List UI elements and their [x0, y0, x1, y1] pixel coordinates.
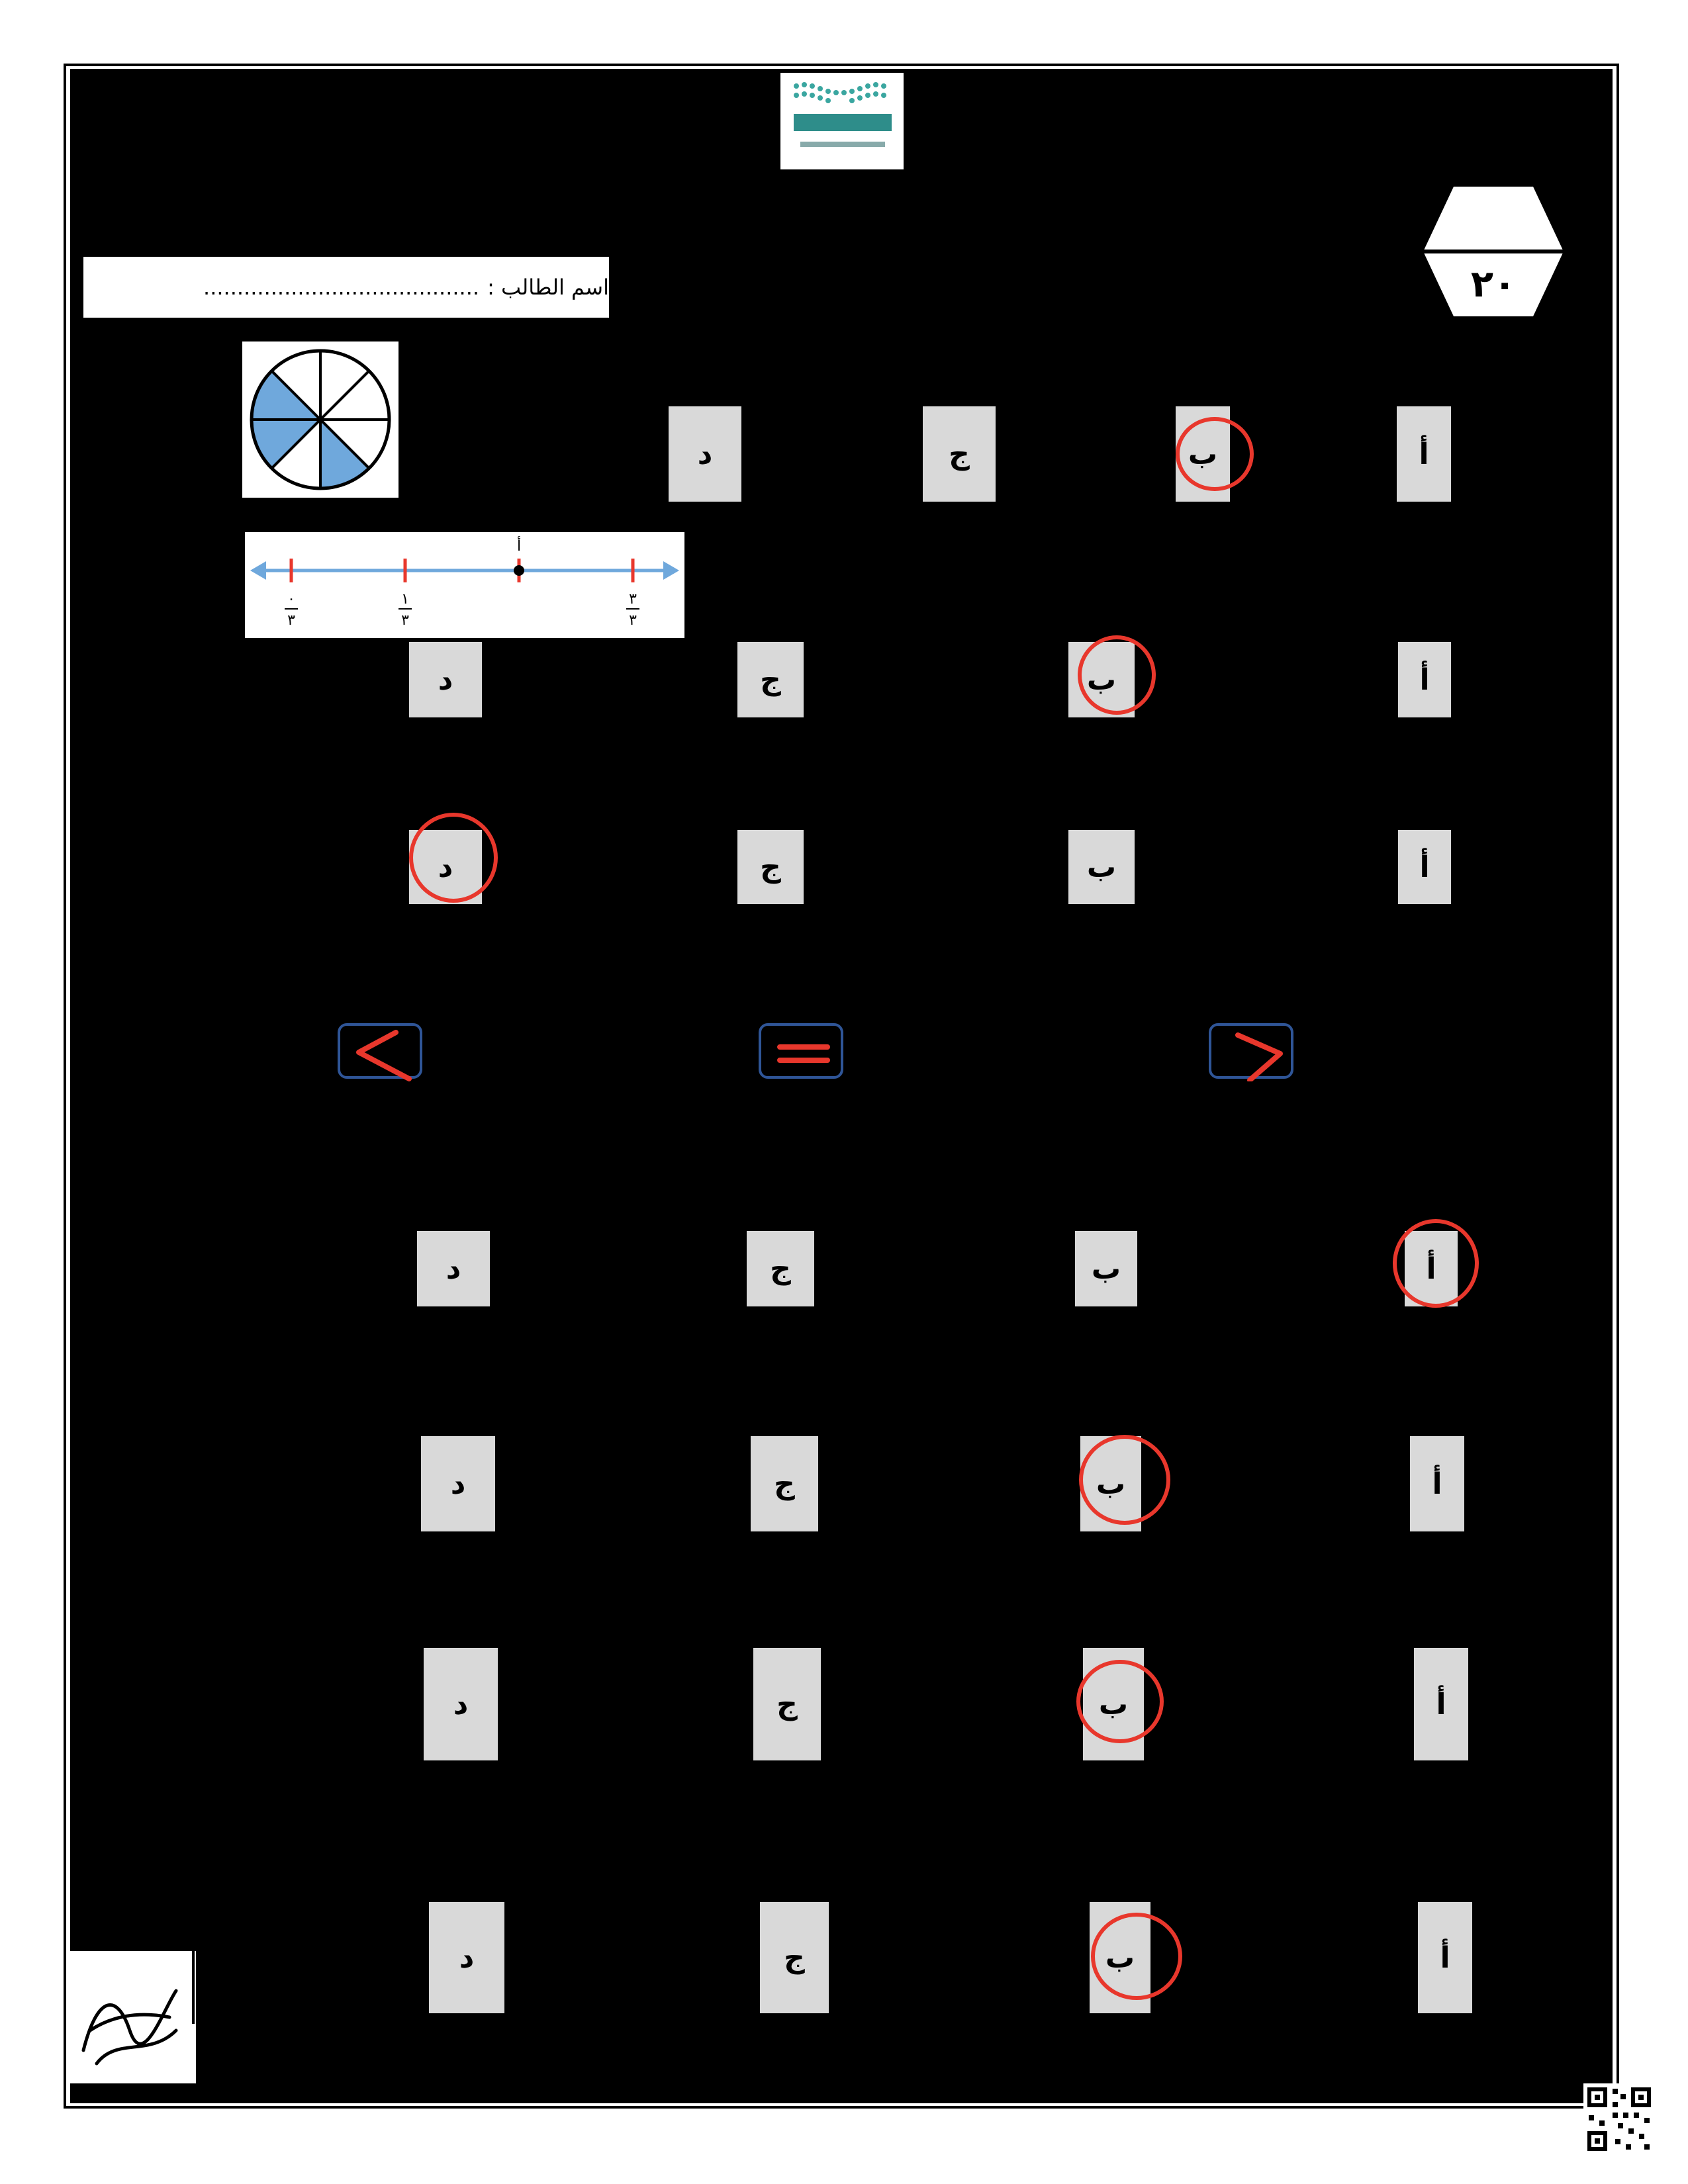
tick-label-denominator: ٣ [629, 612, 637, 629]
number-line-figure: ٠ ٣ ١ ٣ ٣ ٣ أ [245, 532, 684, 638]
greater-than-icon [1235, 1032, 1283, 1081]
q3-option-3[interactable]: ج [737, 830, 804, 904]
q2-option-3[interactable]: ج [737, 642, 804, 717]
q8-option-4[interactable]: د [429, 1902, 504, 2013]
q1-option-4[interactable]: د [669, 406, 741, 502]
q1-option-1[interactable]: أ [1397, 406, 1451, 502]
q7-option-3[interactable]: ج [753, 1648, 821, 1760]
tick-label-denominator: ٣ [401, 612, 409, 629]
signature-stamp [70, 1951, 196, 2083]
q1-answer-ring [1176, 417, 1254, 491]
q6-option-1[interactable]: أ [1410, 1436, 1464, 1531]
q4-compare-option-1[interactable] [1209, 1023, 1293, 1081]
q8-answer-ring [1091, 1913, 1182, 2000]
fraction-circle-figure [242, 341, 399, 498]
q8-option-1[interactable]: أ [1418, 1902, 1472, 2013]
q6-option-4[interactable]: د [421, 1436, 495, 1531]
tick-label-numerator: ٣ [629, 591, 637, 608]
page-frame [64, 64, 1619, 2109]
q8-option-3[interactable]: ج [760, 1902, 829, 2013]
student-name-field[interactable]: اسم الطالب : ...........................… [83, 257, 609, 318]
tick-label-numerator: ٠ [287, 591, 295, 608]
q2-answer-ring [1078, 635, 1156, 715]
q2-option-4[interactable]: د [409, 642, 482, 717]
q1-option-3[interactable]: ج [923, 406, 996, 502]
student-name-label: اسم الطالب : [487, 275, 609, 300]
number-line-arrow-left [250, 561, 266, 580]
tick-label-denominator: ٣ [287, 612, 295, 629]
q5-option-2[interactable]: ب [1075, 1231, 1137, 1306]
fraction-circle [250, 349, 391, 490]
less-than-icon [356, 1030, 412, 1081]
q3-option-2[interactable]: ب [1068, 830, 1135, 904]
number-line: ٠ ٣ ١ ٣ ٣ ٣ أ [250, 536, 679, 629]
score-box: ٢٠ [1423, 187, 1564, 316]
q7-option-1[interactable]: أ [1414, 1648, 1468, 1760]
q5-option-4[interactable]: د [417, 1231, 490, 1306]
q7-answer-ring [1076, 1660, 1164, 1743]
q5-answer-ring [1393, 1219, 1479, 1308]
student-name-placeholder: ........................................… [203, 275, 480, 300]
number-line-arrow-right [663, 561, 679, 580]
qr-code [1583, 2083, 1655, 2155]
q3-option-1[interactable]: أ [1398, 830, 1451, 904]
q4-compare-option-3[interactable] [338, 1023, 422, 1081]
q5-option-3[interactable]: ج [747, 1231, 814, 1306]
q2-option-1[interactable]: أ [1398, 642, 1451, 717]
number-line-point-label: أ [517, 536, 521, 555]
score-value: ٢٠ [1470, 262, 1517, 306]
tick-label-numerator: ١ [401, 591, 409, 608]
q4-compare-option-2[interactable] [759, 1023, 843, 1079]
q3-answer-ring [409, 813, 498, 903]
q6-answer-ring [1079, 1435, 1170, 1525]
q6-option-3[interactable]: ج [751, 1436, 818, 1531]
equals-sign-icon [777, 1044, 830, 1063]
number-line-point [514, 565, 524, 576]
ministry-logo [780, 73, 904, 169]
q7-option-4[interactable]: د [424, 1648, 498, 1760]
